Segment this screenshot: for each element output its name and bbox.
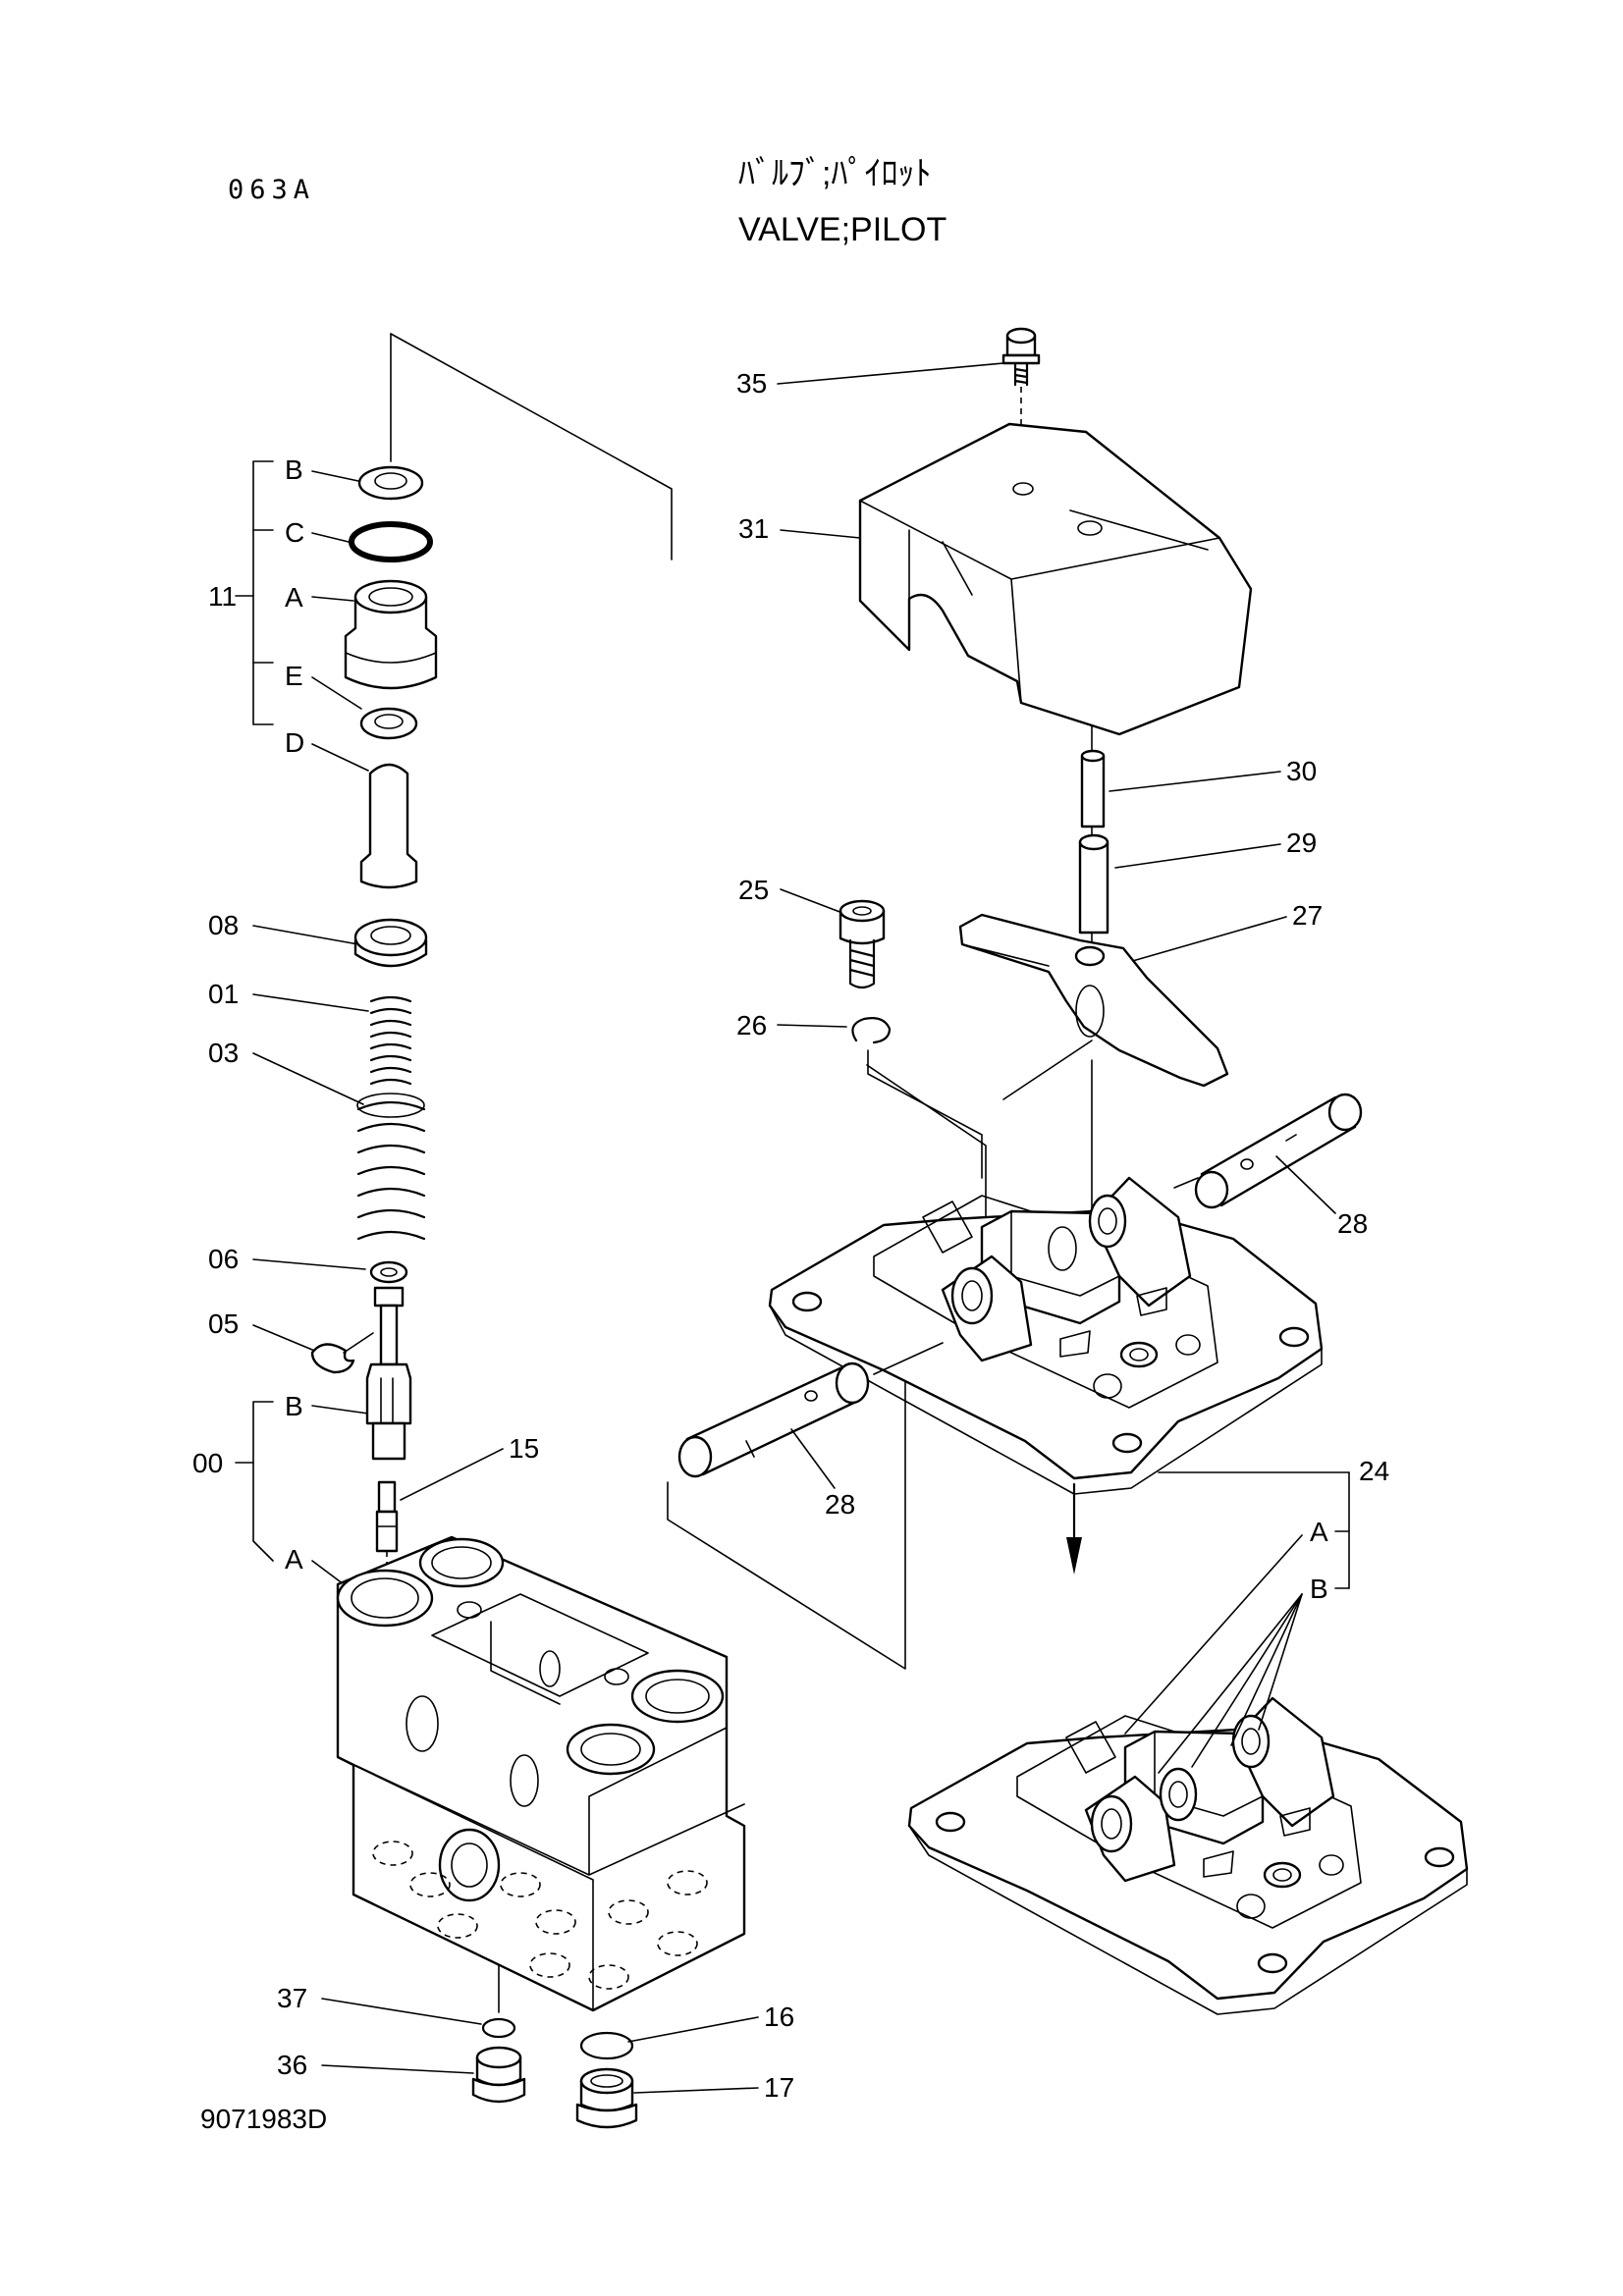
callout-28-right: 28 — [1337, 1208, 1368, 1239]
part-01-inner-spring — [369, 995, 412, 1086]
callout-31: 31 — [738, 513, 769, 544]
part-36-plug — [471, 2046, 526, 2104]
part-05-clip — [310, 1343, 355, 1374]
callout-24: 24 — [1359, 1456, 1389, 1486]
title-japanese: ﾊﾞﾙﾌﾞ;ﾊﾟｲﾛｯﾄ — [738, 155, 931, 192]
callout-11-B: B — [285, 454, 303, 485]
part-16-o-ring — [579, 2031, 634, 2060]
part-11E-ring — [359, 707, 418, 740]
callout-08: 08 — [208, 910, 239, 940]
callout-26: 26 — [736, 1010, 767, 1041]
callout-11-E: E — [285, 661, 303, 691]
direction-arrow — [1066, 1482, 1082, 1575]
page-code: 063A — [228, 175, 315, 205]
callout-29: 29 — [1286, 828, 1317, 858]
callout-24-A: A — [1310, 1517, 1328, 1547]
callout-00: 00 — [192, 1448, 223, 1478]
callout-17: 17 — [764, 2072, 794, 2103]
part-37-o-ring — [481, 2017, 516, 2039]
callout-30: 30 — [1286, 756, 1317, 786]
callout-06: 06 — [208, 1244, 239, 1274]
base-plate-detail-view — [907, 1534, 1469, 2015]
part-31-cover — [858, 422, 1253, 736]
callout-16: 16 — [764, 2002, 794, 2032]
part-00B-spool — [365, 1286, 412, 1461]
item-00-bracket — [235, 1401, 274, 1562]
callout-35: 35 — [736, 368, 767, 399]
part-11B-ring — [357, 465, 424, 501]
part-30-pin — [1080, 749, 1106, 828]
callout-11: 11 — [208, 581, 237, 612]
callout-36: 36 — [277, 2050, 307, 2080]
callout-11-A: A — [285, 582, 303, 613]
part-11A-sleeve — [344, 579, 438, 690]
callout-15: 15 — [509, 1433, 539, 1464]
part-28-shaft-left — [677, 1362, 870, 1478]
item-11-bracket — [235, 460, 274, 725]
part-27-cam — [958, 913, 1229, 1088]
part-08-spring-seat — [353, 918, 428, 968]
part-29-sleeve — [1078, 833, 1109, 934]
callout-24-B: B — [1310, 1574, 1328, 1604]
title-english: VALVE;PILOT — [738, 211, 947, 248]
part-17-plug — [575, 2067, 638, 2129]
callout-27: 27 — [1292, 900, 1323, 931]
callout-00-B: B — [285, 1391, 303, 1421]
callout-37: 37 — [277, 1983, 307, 2013]
part-00A-valve-casing — [336, 1535, 746, 2012]
part-11C-o-ring — [349, 521, 433, 562]
part-06-washer — [369, 1260, 408, 1284]
part-26-spring-washer — [851, 1017, 892, 1044]
callout-03: 03 — [208, 1038, 239, 1068]
part-15-pin — [375, 1480, 399, 1553]
part-03-outer-spring — [356, 1093, 426, 1241]
callout-11-C: C — [285, 517, 304, 548]
part-11D-plunger — [359, 763, 418, 889]
callout-01: 01 — [208, 979, 239, 1009]
callout-28-left: 28 — [825, 1489, 855, 1520]
drawing-number: 9071983D — [200, 2104, 327, 2134]
part-25-socket-bolt — [839, 899, 886, 989]
part-24-base-plate — [768, 1176, 1324, 1495]
callout-11-D: D — [285, 727, 304, 758]
callout-25: 25 — [738, 875, 769, 905]
callout-05: 05 — [208, 1308, 239, 1339]
callout-00-A: A — [285, 1544, 303, 1575]
part-28-shaft-right — [1194, 1093, 1363, 1209]
part-35-bolt — [1001, 327, 1041, 387]
